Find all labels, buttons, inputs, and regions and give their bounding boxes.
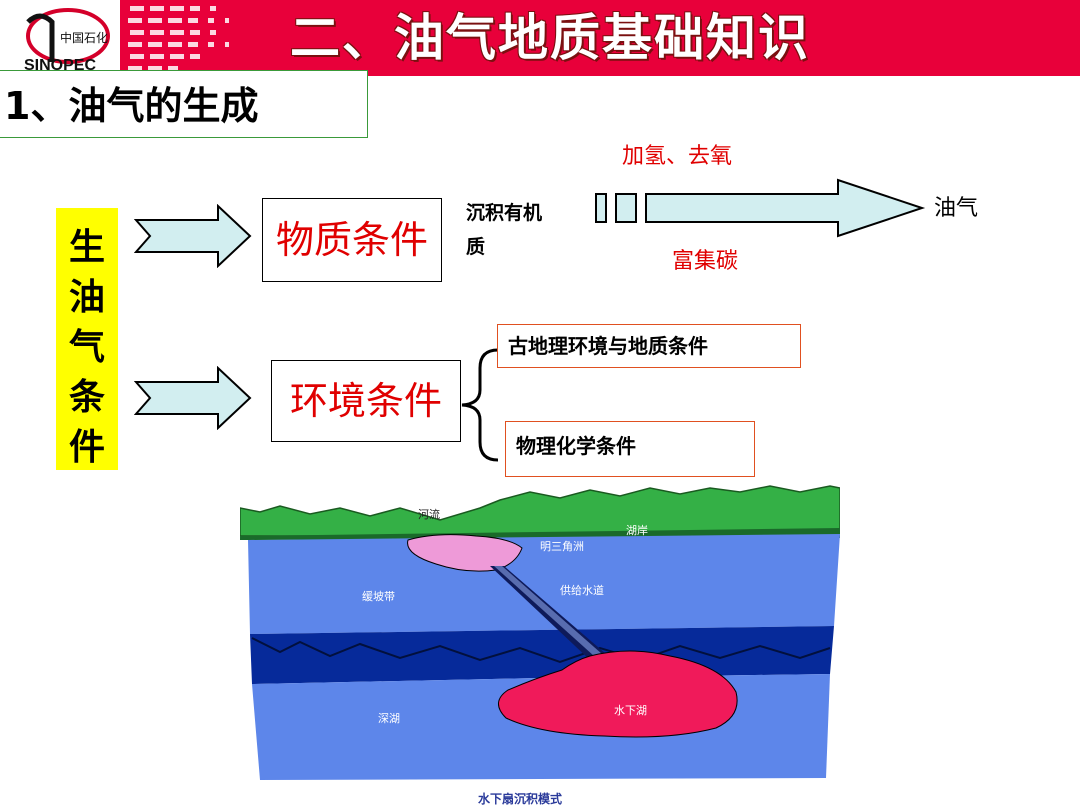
material-condition-box: [262, 198, 442, 282]
vertical-label: 生 油 气 条 件: [56, 208, 118, 470]
header-pattern: [128, 6, 229, 71]
label-lakeshore: 湖岸: [626, 524, 648, 537]
header-bar: [0, 0, 1080, 76]
label-channel: 供给水道: [560, 583, 604, 597]
label-slope: 缓坡带: [362, 590, 395, 603]
diagram-caption: 水下扇沉积模式: [478, 792, 563, 806]
organic-matter-text-2: 质: [466, 236, 486, 258]
logo-text: SINOPEC: [24, 57, 96, 74]
shore-vegetation: [240, 485, 840, 537]
delta-lobe: [407, 534, 523, 572]
condition-paleogeography: 古地理环境与地质条件: [508, 334, 708, 358]
condition-physicochemical: 物理化学条件: [516, 434, 636, 458]
condition-box: [505, 421, 755, 477]
page-title: 二、油气地质基础知识: [290, 9, 810, 67]
environment-condition-label: 环境条件: [289, 379, 442, 423]
process-arrow-icon: [595, 178, 926, 238]
section-title-frame: [0, 70, 368, 138]
logo-chinese: 中国石化: [60, 30, 108, 45]
organic-matter-text: 沉积有机: [466, 202, 543, 224]
label-river: 河流: [418, 507, 440, 521]
material-condition-label: 物质条件: [275, 218, 428, 262]
result-label: 油气: [934, 196, 979, 221]
vertical-label-char: 生: [68, 226, 105, 268]
label-deep-lake: 深湖: [378, 712, 400, 725]
arrow-right-icon: [134, 204, 252, 268]
logo: 中国石化 SINOPEC: [0, 0, 120, 76]
vertical-label-char: 件: [68, 426, 105, 468]
label-sub-lake: 水下湖: [614, 704, 647, 717]
curly-brace-icon: [461, 348, 499, 462]
condition-box: [497, 324, 801, 368]
process-top-label: 加氢、去氧: [622, 144, 733, 169]
environment-condition-box: [271, 360, 461, 442]
sinopec-logo-icon: 中国石化 SINOPEC: [24, 8, 110, 74]
shallow-lake: [248, 534, 840, 634]
process-bottom-label: 富集碳: [672, 249, 739, 274]
vertical-label-char: 油: [68, 276, 105, 318]
vertical-label-char: 条: [68, 376, 105, 418]
arrow-right-icon: [134, 366, 252, 430]
underwater-fan-diagram: 河流 湖岸 明三角洲 缓坡带 供给水道 深湖 水下湖: [240, 485, 840, 780]
underwater-fan: [498, 650, 738, 738]
label-delta: 明三角洲: [540, 540, 584, 553]
vertical-label-char: 气: [68, 326, 105, 368]
section-title: 1、油气的生成: [4, 84, 259, 128]
